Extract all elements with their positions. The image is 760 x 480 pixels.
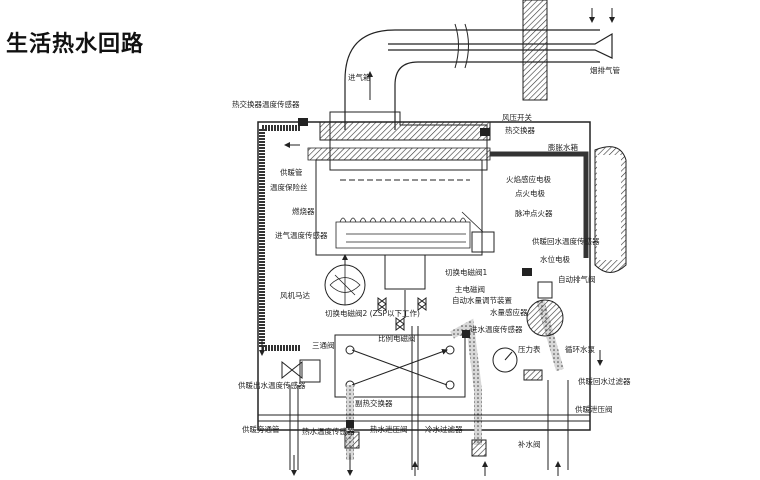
pulse-igniter [471,231,495,253]
label-inlet-water-temp-sensor: 进水温度传感器 [470,324,523,334]
label-ignition-electrode: 点火电极 [515,188,545,198]
label-heating-outlet-sensor: 供暖出水温度传感器 [238,380,306,390]
auto-vent [537,281,553,299]
heating-return-sensor-block [522,268,532,276]
circulation-pump [526,299,564,337]
label-auto-vent: 自动排气阀 [558,274,596,284]
filter-block [523,369,543,381]
heating-loop [259,125,300,351]
label-flue-hood: 进气箱 [348,72,371,82]
label-plate-hx: 副热交换器 [355,398,393,408]
label-heat-exchanger: 热交换器 [505,125,535,135]
bottom-pipes [258,380,590,470]
duct-break [454,23,469,69]
label-hot-water-temp-sensor: 热水温度传感器 [302,426,355,436]
label-cold-water-filter: 冷水过滤器 [425,424,463,434]
label-pressure-gauge: 压力表 [518,344,541,354]
label-supply-pipe: 供暖管 [280,167,303,177]
exhaust-pipe [388,32,613,59]
inlet-water-sensor-block [462,330,470,338]
label-main-solenoid: 主电磁阀 [455,284,485,294]
exhaust-duct-inner [394,61,600,130]
label-switch-valve-1: 切换电磁阀1 [445,267,487,277]
exhaust-duct-outer [344,29,600,130]
combustion-chamber [315,159,483,256]
label-water-flow-sensor: 水量感应器 [490,307,528,317]
label-pulse-igniter: 脉冲点火器 [515,208,553,218]
burner [335,217,471,249]
relief-valve-block [344,431,360,449]
flue-hood [329,111,488,171]
gas-valve-assembly [377,254,427,470]
label-hot-water-relief-valve: 热水泄压阀 [370,424,408,434]
label-circulation-pump: 循环水泵 [565,344,595,354]
cold-water-pipe [450,318,482,445]
label-makeup-valve: 补水阀 [518,439,541,449]
label-switch-valve-2: 切换电磁阀2 (ZSP以下工作) [325,308,420,318]
label-three-way-valve: 三通阀 [312,340,335,350]
label-inlet-air-sensor: 进气温度传感器 [275,230,328,240]
label-hx-temp-sensor: 热交换器温度传感器 [232,99,300,109]
label-flame-detect-electrode: 火焰感应电极 [506,174,551,184]
label-proportional-valve: 比例电磁阀 [378,333,416,343]
cold-filter-block [471,439,487,457]
label-exhaust-outlet: 烟排气管 [590,65,620,75]
label-burner: 燃烧器 [292,206,315,216]
label-wind-pressure-switch: 风压开关 [502,112,532,122]
plate-heat-exchanger [334,334,466,398]
label-heating-bypass: 供暖旁通管 [242,424,280,434]
hot-water-sensor-block [346,420,354,428]
label-fan-motor: 风机马达 [280,290,310,300]
label-heating-safety-valve: 供暖泄压阀 [575,404,613,414]
heat-exchanger [319,121,491,141]
wind-pressure-switch-block [480,128,490,136]
label-overheat-fuse: 温度保险丝 [270,182,308,192]
heating-pipe-top [307,147,491,161]
outer-casing [257,121,591,431]
hx-temp-sensor-block [298,118,308,126]
label-water-level-electrode: 水位电极 [540,254,570,264]
label-heating-return-filter: 供暖回水过滤器 [578,376,631,386]
label-expansion-tank: 膨胀水箱 [548,142,578,152]
heating-pipe-right [490,151,589,258]
label-heating-return-sensor: 供暖回水温度传感器 [532,236,600,246]
label-auto-water-regulator: 自动水量调节装置 [452,295,512,305]
three-way-valve [281,360,303,380]
page-title: 生活热水回路 [6,32,145,57]
